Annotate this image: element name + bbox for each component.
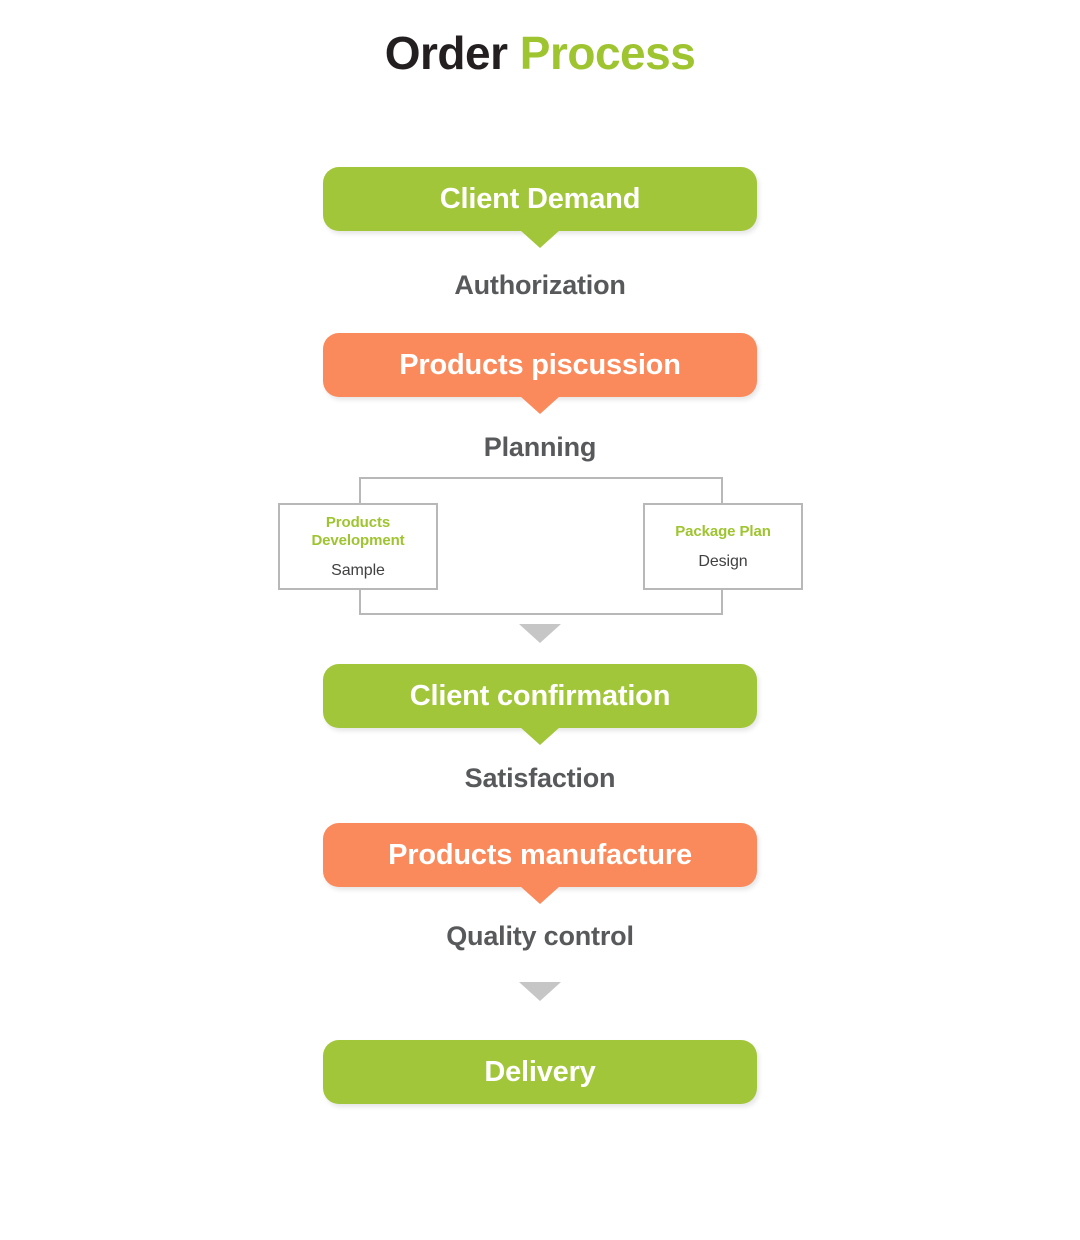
connector-label-planning: Planning bbox=[483, 432, 597, 462]
connector-label-satisfaction: Satisfaction bbox=[464, 763, 616, 793]
sub-step-products-development[interactable]: Products Development Sample bbox=[278, 503, 438, 590]
sub-step-package-plan[interactable]: Package Plan Design bbox=[643, 503, 803, 590]
step-products-manufacture-notch-icon bbox=[520, 886, 560, 904]
connector-label-quality-control: Quality control bbox=[446, 921, 634, 951]
step-client-demand-label: Client Demand bbox=[439, 182, 641, 215]
step-products-discussion[interactable]: Products piscussion bbox=[323, 333, 757, 414]
branch-group: Products Development Sample Package Plan… bbox=[0, 477, 1080, 647]
bracket-top-right-stem bbox=[721, 477, 723, 504]
bracket-top-left-stem bbox=[359, 477, 361, 504]
sub-step-package-plan-subtitle: Design bbox=[698, 552, 748, 570]
sub-step-package-plan-title: Package Plan bbox=[675, 522, 771, 540]
step-client-demand-notch-icon bbox=[520, 230, 560, 248]
bracket-bottom-left-stem bbox=[359, 588, 361, 615]
page-title-word-dark: Order bbox=[384, 27, 508, 79]
step-products-discussion-notch-icon bbox=[520, 396, 560, 414]
step-delivery[interactable]: Delivery bbox=[323, 1040, 757, 1104]
step-client-confirmation[interactable]: Client confirmation bbox=[323, 664, 757, 745]
step-products-manufacture-label: Products manufacture bbox=[388, 838, 692, 871]
branch-merge-arrow-down-icon bbox=[519, 624, 561, 643]
step-products-discussion-label: Products piscussion bbox=[399, 348, 681, 381]
bracket-top-line bbox=[359, 477, 723, 479]
sub-step-products-development-title: Products Development bbox=[311, 513, 405, 549]
bracket-bottom-line bbox=[359, 613, 723, 615]
step-client-demand[interactable]: Client Demand bbox=[323, 167, 757, 248]
delivery-arrow-down-icon bbox=[519, 982, 561, 1001]
step-client-confirmation-label: Client confirmation bbox=[409, 679, 671, 712]
bracket-bottom-right-stem bbox=[721, 588, 723, 615]
page-title: Order Process bbox=[0, 28, 1080, 79]
connector-label-authorization: Authorization bbox=[454, 270, 626, 300]
sub-step-products-development-subtitle: Sample bbox=[331, 561, 385, 579]
step-products-manufacture[interactable]: Products manufacture bbox=[323, 823, 757, 904]
step-delivery-label: Delivery bbox=[484, 1055, 596, 1088]
page-title-word-accent: Process bbox=[519, 27, 696, 79]
step-client-confirmation-notch-icon bbox=[520, 727, 560, 745]
